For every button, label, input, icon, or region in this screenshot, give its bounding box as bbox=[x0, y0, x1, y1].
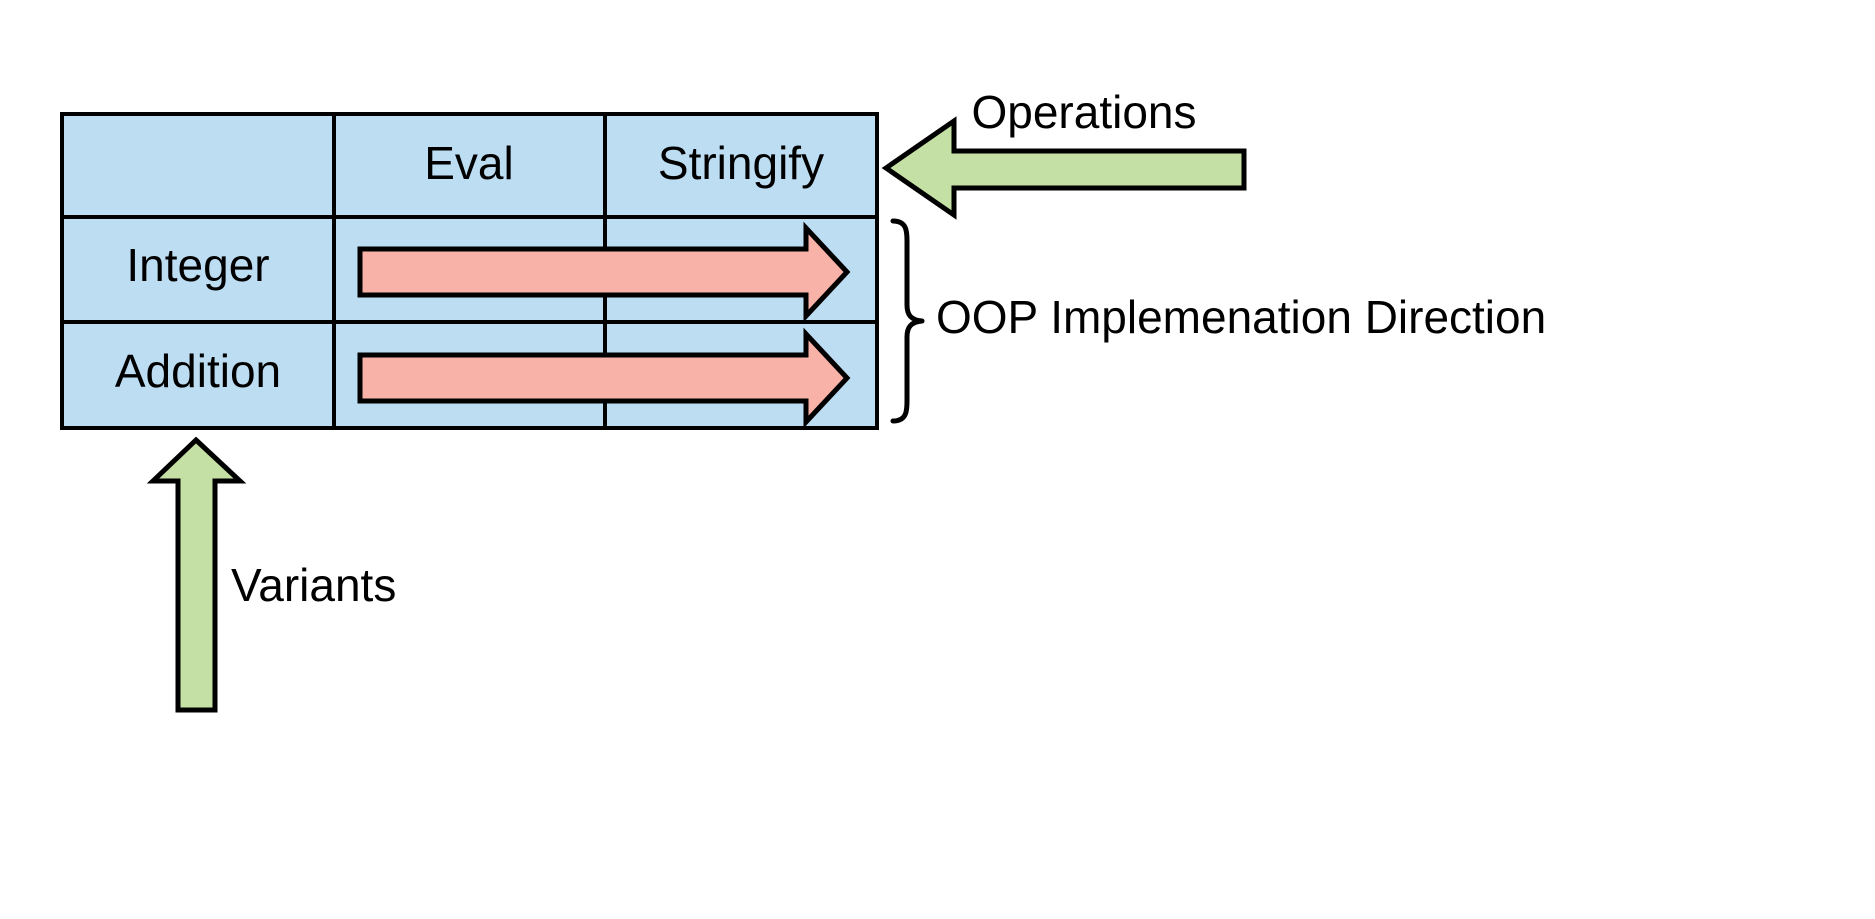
right-arrow-icon-addition-row bbox=[357, 327, 851, 429]
left-arrow-icon-operations bbox=[881, 116, 1247, 220]
up-arrow-icon-variants bbox=[146, 436, 247, 713]
operations-label: Operations bbox=[971, 86, 1196, 138]
row-label-integer: Integer bbox=[126, 239, 269, 291]
curly-brace-icon bbox=[890, 218, 925, 424]
variants-label: Variants bbox=[231, 559, 396, 611]
table-cell-row-addition-label bbox=[60, 320, 336, 430]
column-header-stringify: Stringify bbox=[658, 137, 824, 189]
row-label-addition: Addition bbox=[115, 345, 281, 397]
column-header-eval: Eval bbox=[424, 137, 513, 189]
oop-direction-label: OOP Implemenation Direction bbox=[936, 291, 1546, 343]
table-cell-header-corner bbox=[60, 112, 336, 219]
table-cell-header-eval bbox=[332, 112, 607, 219]
right-arrow-icon-integer-row bbox=[357, 221, 851, 323]
table-cell-header-stringify bbox=[603, 112, 879, 219]
